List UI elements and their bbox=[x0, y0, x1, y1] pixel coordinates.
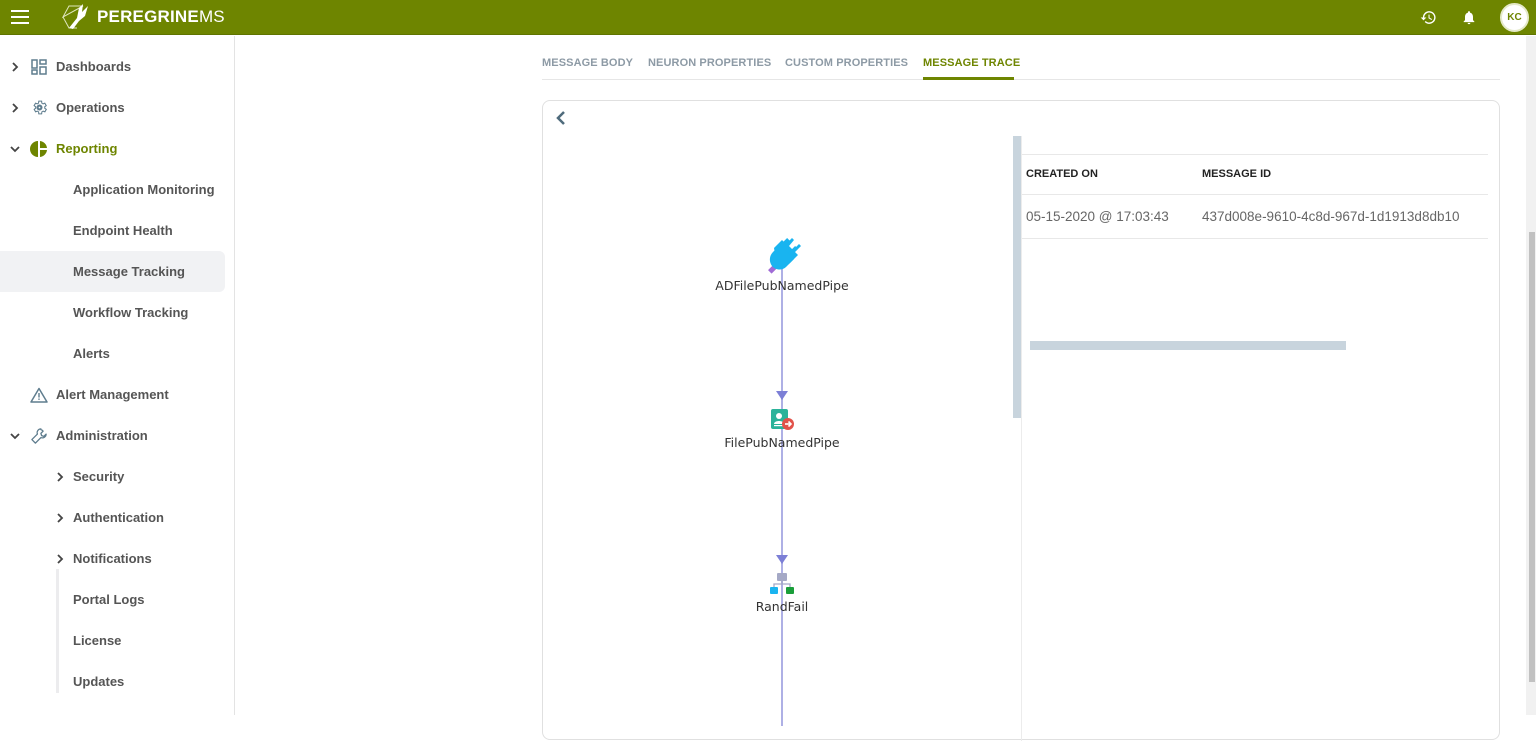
table-header: CREATED ON MESSAGE ID bbox=[1022, 154, 1488, 195]
flow-connector bbox=[781, 266, 783, 726]
sidebar-item-authentication[interactable]: Authentication bbox=[0, 497, 225, 538]
page-scrollbar-thumb[interactable] bbox=[1529, 232, 1535, 682]
warning-triangle-icon bbox=[29, 385, 49, 405]
sidebar-item-alert-management[interactable]: Alert Management bbox=[0, 374, 225, 415]
cell-message-id: 437d008e-9610-4c8d-967d-1d1913d8db10 bbox=[1202, 209, 1460, 224]
tab-message-body[interactable]: MESSAGE BODY bbox=[542, 57, 634, 69]
message-tabs: MESSAGE BODY NEURON PROPERTIES CUSTOM PR… bbox=[542, 36, 1500, 80]
peregrine-logo-icon bbox=[61, 4, 88, 29]
tab-neuron-properties[interactable]: NEURON PROPERTIES bbox=[648, 57, 772, 69]
gear-icon bbox=[29, 98, 49, 118]
sidebar-item-endpoint-health[interactable]: Endpoint Health bbox=[73, 223, 173, 238]
flow-arrow-icon bbox=[776, 555, 788, 564]
dashboard-grid-icon bbox=[29, 57, 49, 77]
chevron-down-icon bbox=[10, 432, 20, 439]
menu-icon[interactable] bbox=[11, 10, 29, 24]
chevron-right-icon bbox=[57, 553, 64, 564]
publish-endpoint-icon bbox=[771, 409, 794, 430]
process-tree-icon bbox=[770, 573, 794, 594]
active-tab-indicator bbox=[923, 77, 1014, 80]
trace-flow-diagram: ADFilePubNamedPipe FilePubNamedPipe bbox=[543, 136, 1021, 741]
sidebar-item-notifications[interactable]: Notifications bbox=[0, 538, 225, 579]
tab-custom-properties[interactable]: CUSTOM PROPERTIES bbox=[785, 57, 909, 69]
history-icon[interactable] bbox=[1418, 8, 1438, 28]
sidebar-item-application-monitoring[interactable]: Application Monitoring bbox=[73, 182, 215, 197]
page-scrollbar[interactable] bbox=[1526, 36, 1536, 715]
bell-icon[interactable] bbox=[1459, 8, 1479, 28]
table-row[interactable]: 05-15-2020 @ 17:03:43 437d008e-9610-4c8d… bbox=[1022, 195, 1488, 239]
horizontal-scrollbar[interactable] bbox=[1030, 341, 1346, 350]
user-avatar[interactable]: KC bbox=[1500, 3, 1529, 32]
column-header-message-id: MESSAGE ID bbox=[1202, 168, 1272, 180]
sidebar-item-portal-logs[interactable]: Portal Logs bbox=[73, 592, 145, 607]
sidebar-item-updates[interactable]: Updates bbox=[73, 674, 125, 689]
sidebar-item-message-tracking[interactable]: Message Tracking bbox=[0, 251, 225, 292]
trace-node-adfilepubnamedpipe[interactable]: ADFilePubNamedPipe bbox=[682, 236, 882, 293]
trace-node-filepubnamedpipe[interactable]: FilePubNamedPipe bbox=[682, 407, 882, 450]
top-app-bar: PEREGRINEMS KC bbox=[0, 0, 1536, 35]
cell-created-on: 05-15-2020 @ 17:03:43 bbox=[1026, 209, 1169, 224]
panel-divider bbox=[1021, 136, 1022, 741]
wrench-icon bbox=[29, 426, 49, 446]
flow-arrow-icon bbox=[776, 391, 788, 400]
sidebar-item-license[interactable]: License bbox=[73, 633, 122, 648]
plug-icon bbox=[768, 238, 801, 274]
pie-chart-icon bbox=[29, 139, 49, 159]
chevron-right-icon bbox=[57, 471, 64, 482]
chevron-right-icon bbox=[57, 512, 64, 523]
sidebar-item-reporting[interactable]: Reporting bbox=[0, 128, 225, 169]
chevron-down-icon bbox=[10, 145, 20, 152]
brand-name: PEREGRINEMS bbox=[97, 7, 225, 26]
message-trace-card: ADFilePubNamedPipe FilePubNamedPipe bbox=[542, 100, 1500, 741]
chevron-right-icon bbox=[12, 102, 19, 113]
column-header-created-on: CREATED ON bbox=[1026, 168, 1098, 180]
trace-detail-panel: CREATED ON MESSAGE ID 05-15-2020 @ 17:03… bbox=[1022, 136, 1488, 741]
sidebar-item-operations[interactable]: Operations bbox=[0, 87, 225, 128]
tab-message-trace[interactable]: MESSAGE TRACE bbox=[923, 57, 1021, 69]
sidebar-nav: Dashboards Operations Reporting Applicat… bbox=[0, 36, 235, 715]
sidebar-item-alerts[interactable]: Alerts bbox=[73, 346, 110, 361]
chevron-right-icon bbox=[12, 61, 19, 72]
brand-logo[interactable]: PEREGRINEMS bbox=[57, 2, 225, 32]
sidebar-item-security[interactable]: Security bbox=[0, 456, 225, 497]
main-content: MESSAGE BODY NEURON PROPERTIES CUSTOM PR… bbox=[236, 36, 1526, 741]
sidebar-item-dashboards[interactable]: Dashboards bbox=[0, 46, 225, 87]
panel-splitter-scrollbar[interactable] bbox=[1013, 136, 1021, 418]
trace-node-randfail[interactable]: RandFail bbox=[682, 571, 882, 614]
sidebar-item-workflow-tracking[interactable]: Workflow Tracking bbox=[73, 305, 189, 320]
chevron-left-icon[interactable] bbox=[553, 109, 569, 127]
submenu-rail bbox=[56, 569, 59, 693]
sidebar-item-administration[interactable]: Administration bbox=[0, 415, 225, 456]
